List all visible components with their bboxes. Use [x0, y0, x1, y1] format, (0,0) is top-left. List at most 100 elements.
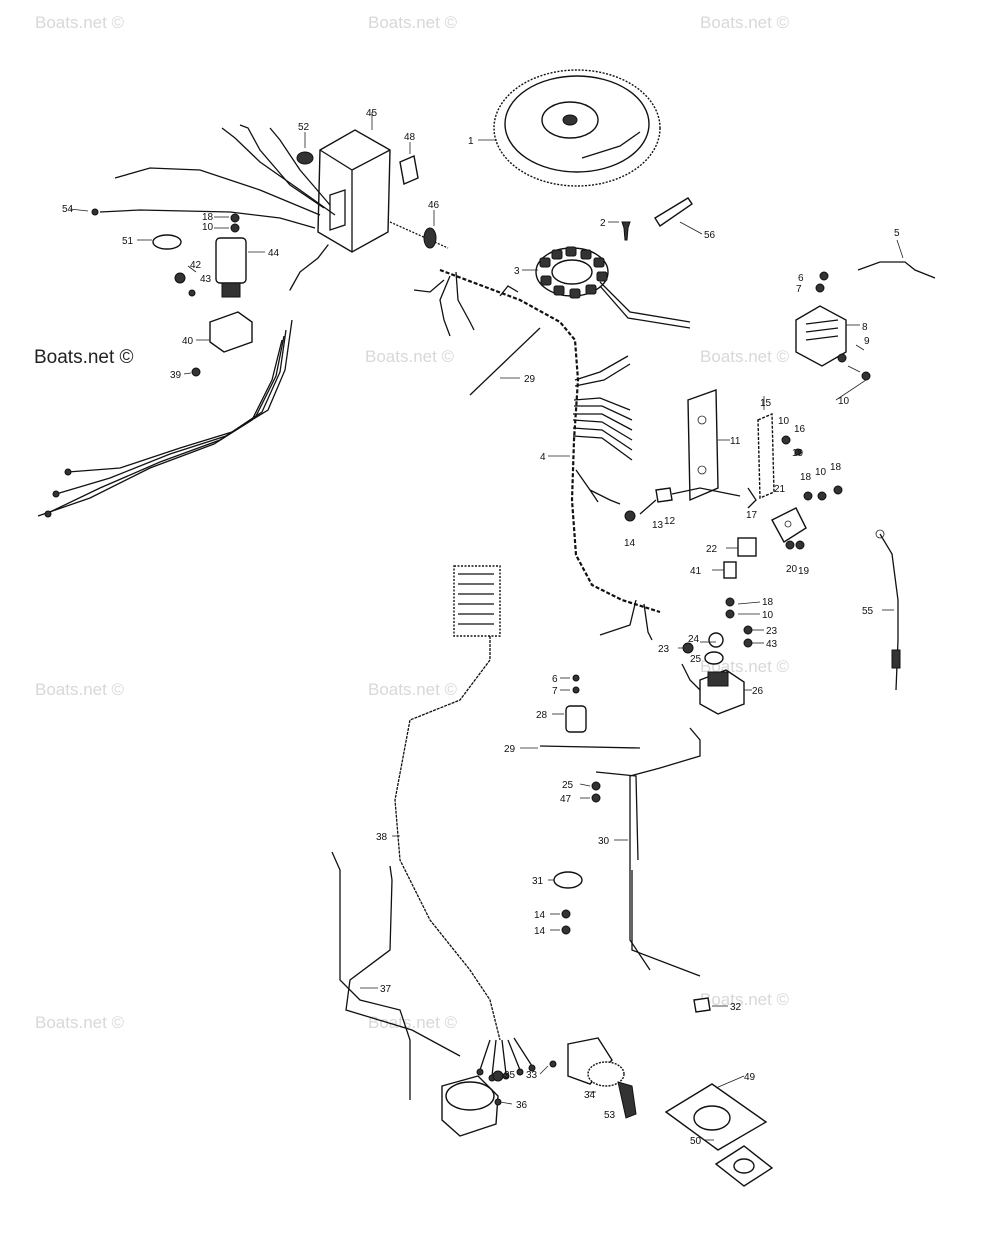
- callout-label: 5: [894, 228, 900, 239]
- callout-label: 18: [800, 472, 812, 483]
- callout-label: 1: [468, 136, 474, 147]
- callout-label: 49: [744, 1072, 756, 1083]
- callout-labels: 1 2 3 4 5 6 7 8 9 10 11 12 13 14 15 10 1…: [62, 108, 900, 1147]
- callout-label: 35: [504, 1070, 516, 1081]
- callout-label: 46: [428, 200, 440, 211]
- wiring-harness: [413, 268, 661, 641]
- callout-label: 23: [658, 644, 670, 655]
- callout-label: 2: [600, 218, 606, 229]
- callout-label: 10: [815, 467, 827, 478]
- callout-label: 45: [366, 108, 378, 119]
- callout-label: 54: [62, 204, 74, 215]
- watermark-text: Boats.net ©: [700, 13, 790, 32]
- gauge-lead-part: [331, 851, 461, 1100]
- callout-label: 10: [202, 222, 214, 233]
- flywheel: [478, 69, 661, 187]
- callout-label: 28: [536, 710, 548, 721]
- callout-label: 22: [706, 544, 718, 555]
- callout-label: 32: [730, 1002, 742, 1013]
- callout-label: 52: [298, 122, 310, 133]
- watermark-text: Boats.net ©: [365, 347, 455, 366]
- callout-label: 3: [514, 266, 520, 277]
- watermark-text: Boats.net ©: [35, 13, 125, 32]
- bracket-strap-part: [654, 197, 703, 235]
- main-cable-part: [392, 565, 536, 1082]
- stator: [522, 246, 691, 329]
- callout-label: 10: [778, 416, 790, 427]
- callout-label: 16: [794, 424, 806, 435]
- callout-label: 43: [200, 274, 212, 285]
- watermark-text: Boats.net ©: [35, 680, 125, 699]
- callout-label: 11: [730, 436, 741, 447]
- callout-label: 17: [746, 510, 758, 521]
- extension-cable-part: [591, 727, 701, 977]
- callout-label: 48: [404, 132, 416, 143]
- switch-box-assembly: [37, 112, 449, 518]
- callout-label: 38: [376, 832, 388, 843]
- watermark-main-text: Boats.net ©: [34, 347, 134, 368]
- callout-label: 18: [202, 212, 214, 223]
- clamp-assembly: [553, 871, 728, 1013]
- callout-label: 42: [190, 260, 202, 271]
- callout-label: 43: [766, 639, 778, 650]
- cable-tie-part: [469, 327, 541, 396]
- callout-label: 18: [762, 597, 774, 608]
- callout-label: 12: [664, 516, 676, 527]
- callout-label: 25: [690, 654, 702, 665]
- callout-label: 56: [704, 230, 716, 241]
- callout-label: 31: [532, 876, 544, 887]
- callout-label: 41: [690, 566, 702, 577]
- callout-label: 44: [268, 248, 280, 259]
- callout-label: 9: [864, 336, 870, 347]
- callout-label: 6: [798, 273, 804, 284]
- callout-label: 53: [604, 1110, 616, 1121]
- callout-label: 39: [170, 370, 182, 381]
- callout-label: 47: [560, 794, 572, 805]
- callout-label: 20: [786, 564, 798, 575]
- rectifier-assembly: [795, 239, 936, 381]
- callout-label: 4: [540, 452, 546, 463]
- watermark-text: Boats.net ©: [368, 13, 458, 32]
- callout-label: 50: [690, 1136, 702, 1147]
- callout-label: 14: [624, 538, 636, 549]
- callout-label: 55: [862, 606, 874, 617]
- callout-label: 51: [122, 236, 134, 247]
- callout-label: 30: [598, 836, 610, 847]
- starter-solenoid-assembly: [681, 597, 753, 715]
- callout-label: 13: [652, 520, 664, 531]
- callout-label: 23: [766, 626, 778, 637]
- callout-label: 34: [584, 1090, 596, 1101]
- callout-label: 19: [798, 566, 810, 577]
- ignition-switch-assembly: [549, 1037, 637, 1119]
- callout-label: 21: [774, 484, 786, 495]
- callout-label: 14: [534, 910, 546, 921]
- callout-label: 18: [830, 462, 842, 473]
- capacitor-assembly: [520, 674, 641, 749]
- callout-label: 36: [516, 1100, 528, 1111]
- callout-label: 6: [552, 674, 558, 685]
- screw-part: [608, 221, 631, 241]
- callout-label: 15: [760, 398, 772, 409]
- terminal-block-assembly: [589, 389, 843, 579]
- callout-label: 8: [862, 322, 868, 333]
- callout-label: 29: [524, 374, 536, 385]
- watermark-text: Boats.net ©: [35, 1013, 125, 1032]
- callout-label: 10: [838, 396, 850, 407]
- callout-label: 26: [752, 686, 764, 697]
- callout-label: 40: [182, 336, 194, 347]
- gauge-assembly: [441, 1070, 504, 1137]
- callout-label: 29: [504, 744, 516, 755]
- watermark-text: Boats.net ©: [700, 347, 790, 366]
- watermark-text: Boats.net ©: [368, 680, 458, 699]
- callout-label: 10: [762, 610, 774, 621]
- ground-lead-part: [875, 529, 901, 691]
- callout-label: 7: [552, 686, 558, 697]
- callout-label: 19: [792, 448, 804, 459]
- callout-label: 33: [526, 1070, 538, 1081]
- leader-lines: [499, 379, 867, 1105]
- callout-label: 37: [380, 984, 392, 995]
- callout-label: 7: [796, 284, 802, 295]
- callout-label: 25: [562, 780, 574, 791]
